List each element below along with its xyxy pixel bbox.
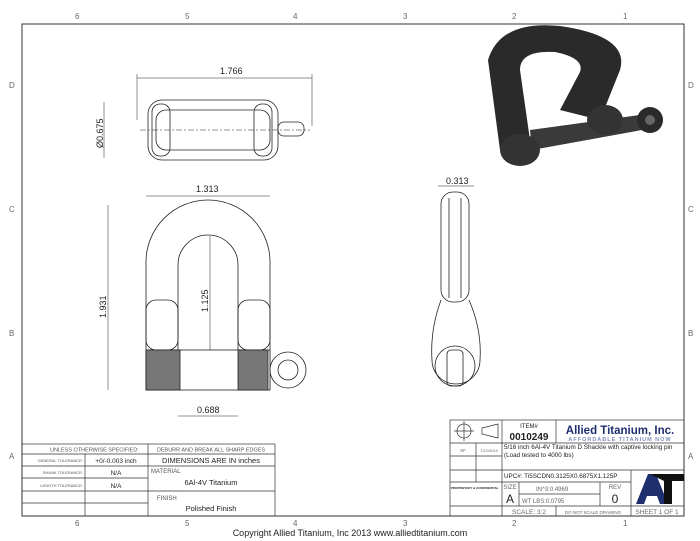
tolerance-value: N/A (111, 470, 123, 477)
upc-code: UPC#: Ti5SCDN0.3125X0.6875X1.125P (504, 473, 617, 480)
dim-inner-width: 0.688 (197, 405, 220, 415)
dim-overall-length: 1.766 (220, 66, 243, 76)
drawn-by: SF (460, 448, 466, 453)
copyright-notice: Copyright Allied Titanium, Inc 2013 www.… (233, 528, 468, 538)
dim-overall-height: 1.931 (98, 295, 108, 318)
dim-thickness: 0.313 (446, 176, 469, 186)
finish-label: FINISH (157, 496, 177, 502)
col-label: 2 (512, 519, 517, 528)
drawn-date: 7/12/2013 (480, 448, 499, 453)
col-label: 5 (185, 519, 190, 528)
deburr-note: DEBURR AND BREAK ALL SHARP EDGES (157, 448, 266, 454)
col-label: 1 (623, 519, 628, 528)
row-label: B (9, 329, 14, 338)
row-label: B (688, 329, 693, 338)
title-block (449, 419, 685, 517)
units-note: DIMENSIONS ARE IN inches (162, 456, 260, 465)
tolerance-value: N/A (111, 483, 123, 490)
tolerance-header: UNLESS OTHERWISE SPECIFIED: (50, 448, 139, 454)
size-label: SIZE (503, 485, 516, 491)
sheet-number: SHEET 1 OF 1 (635, 509, 679, 516)
item-label: ITEM# (520, 424, 538, 430)
col-label: 3 (403, 519, 408, 528)
row-label: A (688, 452, 694, 461)
description-box: 5/16 inch 6Al-4V Titanium D Shackle with… (504, 444, 673, 459)
tolerance-label: LENGTH TOLERANCE: (40, 483, 83, 488)
row-label: D (688, 81, 694, 90)
front-view (107, 195, 307, 417)
row-label: C (9, 205, 15, 214)
rev-value: 0 (612, 492, 619, 506)
dim-inner-height: 1.125 (200, 289, 210, 312)
finish-value: Polished Finish (186, 504, 237, 513)
weight-value: WT LBS:0.0795 (522, 499, 565, 505)
material-label: MATERIAL (151, 469, 181, 475)
item-number: 0010249 (510, 432, 549, 443)
row-labels: D C B A D C B A (9, 81, 694, 461)
company-name: Allied Titanium, Inc. (566, 425, 674, 437)
col-label: 1 (623, 12, 628, 21)
col-label: 6 (75, 12, 80, 21)
column-labels: 6 5 4 3 2 1 6 5 4 3 2 1 (75, 12, 628, 528)
company-tagline: AFFORDABLE TITANIUM NOW (568, 437, 671, 443)
row-label: A (9, 452, 15, 461)
sheet-border (21, 23, 685, 517)
size-value: A (506, 492, 514, 506)
col-label: 4 (293, 12, 298, 21)
tolerance-label: SHANK TOLERANCE: (43, 470, 83, 475)
volume-value: IN^3:0.4969 (536, 487, 569, 493)
material-value: 6Al-4V Titanium (185, 478, 238, 487)
col-label: 2 (512, 12, 517, 21)
allied-titanium-logo (636, 474, 684, 504)
scale-value: SCALE: 3:2 (512, 509, 546, 516)
tolerance-block (21, 443, 276, 517)
col-label: 6 (75, 519, 80, 528)
row-label: C (688, 205, 694, 214)
rev-label: REV (609, 485, 621, 491)
col-label: 5 (185, 12, 190, 21)
dim-pin-diameter: Ø0.675 (95, 118, 105, 148)
part-description: 5/16 inch 6Al-4V Titanium D Shackle with… (504, 444, 673, 459)
top-view (103, 74, 313, 161)
tolerance-value: +0/-0.003 inch (95, 458, 137, 465)
tolerance-label: GENERAL TOLERANCE: (38, 458, 84, 463)
side-view (431, 185, 481, 387)
isometric-render (488, 25, 663, 166)
no-scale-note: DO NOT SCALE DRAWING (565, 510, 622, 515)
proprietary-note: PROPRIETARY & CONFIDENTIAL (451, 486, 499, 490)
dim-outer-width: 1.313 (196, 184, 219, 194)
row-label: D (9, 81, 15, 90)
col-label: 3 (403, 12, 408, 21)
col-label: 4 (293, 519, 298, 528)
